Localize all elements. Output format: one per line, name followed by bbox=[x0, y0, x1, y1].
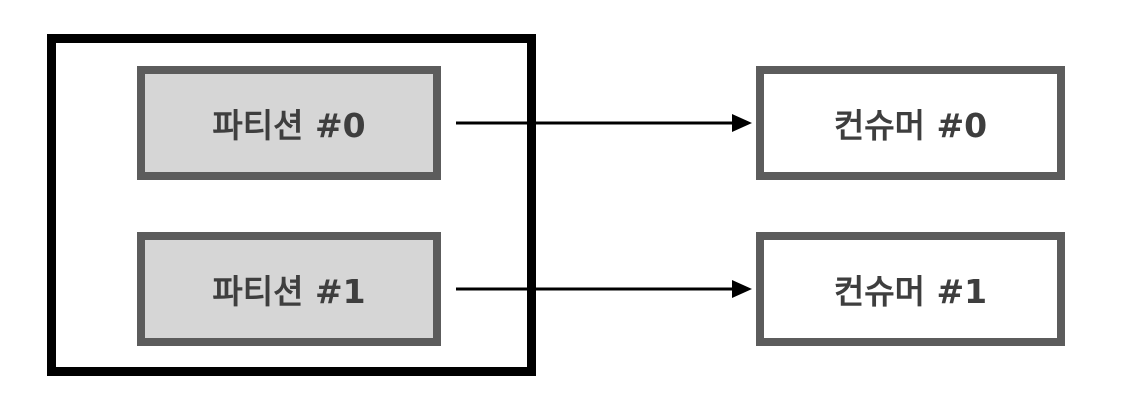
consumer-0-label: 컨슈머 #0 bbox=[833, 106, 988, 145]
consumer-1-label: 컨슈머 #1 bbox=[833, 272, 988, 311]
partition-0-box: 파티션 #0 bbox=[137, 66, 441, 180]
arrowhead-1-icon bbox=[732, 280, 752, 298]
partition-1-label: 파티션 #1 bbox=[212, 272, 366, 311]
consumer-0-box: 컨슈머 #0 bbox=[756, 66, 1065, 180]
partition-0-label: 파티션 #0 bbox=[212, 106, 366, 145]
arrowhead-0-icon bbox=[732, 114, 752, 132]
consumer-1-box: 컨슈머 #1 bbox=[756, 232, 1065, 346]
partition-1-box: 파티션 #1 bbox=[137, 232, 441, 346]
